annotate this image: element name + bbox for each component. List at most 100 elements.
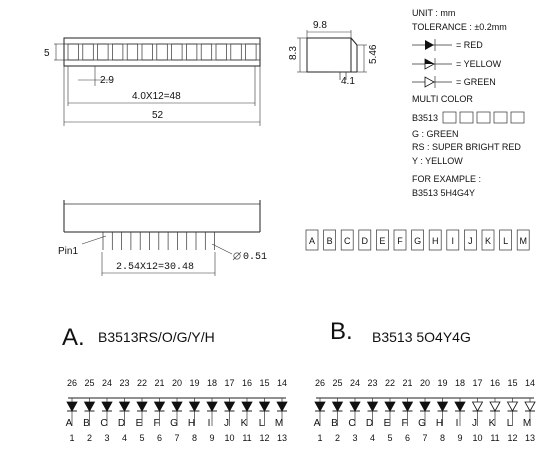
diode-icon (83, 401, 96, 412)
top-pin-number: 20 (172, 378, 182, 388)
segment-window (245, 43, 257, 61)
diode-icon (276, 401, 288, 412)
top-pin-number: 20 (420, 378, 430, 388)
diode-icon (66, 401, 78, 412)
segment-letter: H (188, 418, 195, 429)
diode-icon (101, 401, 113, 412)
segment-box (323, 229, 336, 251)
top-pin-number: 22 (137, 378, 147, 388)
segment-letter: L (259, 418, 265, 429)
top-pin-number: 17 (472, 378, 482, 388)
bottom-pin-number: 4 (122, 433, 127, 443)
top-pin-number: 14 (277, 378, 287, 388)
diode-icon (136, 401, 148, 412)
segment-box (358, 229, 372, 251)
segment-box (305, 229, 319, 251)
variant-a-letter: A. (62, 324, 85, 351)
schematic-a: 26A125B224C323D422E521F620G719H818I917J1… (66, 378, 288, 443)
top-pin-number: 19 (437, 378, 447, 388)
part-code-label: B3513 (412, 113, 438, 123)
segment-letter: M (275, 418, 283, 429)
legend-red: = RED (456, 40, 483, 50)
bottom-pin-number: 11 (490, 433, 499, 443)
multi-color-label: MULTI COLOR (412, 94, 473, 104)
diode-icon (314, 401, 326, 412)
bottom-pin-number: 2 (335, 433, 340, 443)
diode-icon (524, 401, 536, 412)
part-code-boxes (442, 111, 525, 124)
top-pin-number: 26 (315, 378, 325, 388)
segment-letter: K (241, 418, 248, 429)
segment-letter: F (153, 418, 159, 429)
bottom-pin-number: 3 (104, 433, 109, 443)
diode-icon (331, 401, 344, 412)
segment-box (340, 229, 354, 251)
top-pin-number: 23 (367, 378, 377, 388)
segment-window (230, 43, 242, 61)
segment-letter: J (224, 418, 229, 429)
diode-icon (366, 401, 379, 412)
diode-icon (489, 401, 501, 412)
segment-window (67, 43, 79, 61)
diode-icon (454, 401, 466, 412)
bottom-pin-number: 10 (472, 433, 482, 443)
segment-letter: I (452, 236, 455, 246)
segment-letter: G (170, 418, 178, 429)
diode-icon (206, 401, 218, 412)
segment-window (82, 43, 94, 61)
segment-window (141, 43, 153, 61)
diode-icon (188, 401, 201, 412)
diode-icon (153, 401, 166, 412)
segment-box (499, 229, 512, 251)
top-pin-number: 15 (259, 378, 269, 388)
diode-icon (241, 401, 253, 412)
segment-letter: I (208, 418, 211, 429)
segment-letter: H (432, 236, 439, 246)
bottom-pin-number: 8 (192, 433, 197, 443)
segment-letter: I (456, 418, 459, 429)
segment-box (516, 229, 530, 251)
segment-letter: E (379, 236, 385, 246)
segment-letter: J (468, 236, 473, 246)
bottom-pin-number: 7 (422, 433, 427, 443)
segment-window (171, 43, 183, 61)
top-pin-number: 17 (224, 378, 234, 388)
pin1-label: Pin1 (58, 246, 78, 257)
bottom-pin-number: 8 (440, 433, 445, 443)
segment-letter: B (327, 236, 333, 246)
segment-letter: D (362, 236, 369, 246)
legend-yellow: = YELLOW (456, 59, 502, 69)
variant-b-letter: B. (330, 318, 353, 345)
top-pin-number: 24 (102, 378, 112, 388)
top-view: 5 2.9 4.0X12=48 52 (44, 37, 261, 126)
variant-b-title: B3513 5O4Y4G (372, 329, 471, 345)
bottom-pin-number: 2 (87, 433, 92, 443)
top-pin-number: 26 (67, 378, 77, 388)
top-pin-number: 24 (350, 378, 360, 388)
red-diode-icon (425, 40, 434, 50)
diode-icon (471, 401, 484, 412)
segment-box (393, 229, 407, 251)
bottom-pin-number: 11 (242, 433, 251, 443)
segment-box (464, 229, 477, 251)
top-pin-number: 14 (525, 378, 535, 388)
dim-5-46: 5.46 (368, 44, 379, 64)
dim-pin-pitch: 2.54X12=30.48 (116, 262, 194, 273)
top-pin-number: 25 (84, 378, 94, 388)
segment-letter: D (118, 418, 125, 429)
schematic-b: 26A125B224C323D422E521F620G719H818I917J1… (314, 378, 536, 443)
top-pin-number: 16 (490, 378, 500, 388)
bottom-pin-number: 5 (387, 433, 392, 443)
diode-icon (258, 401, 271, 412)
green-diode-icon (424, 76, 435, 88)
segment-letter: B (331, 418, 338, 429)
side-view: 9.8 8.3 5.46 4.1 (288, 20, 379, 87)
dim-span-48: 4.0X12=48 (132, 91, 181, 102)
segment-letter: D (366, 418, 373, 429)
example-code: B3513 5H4G4Y (412, 188, 475, 198)
top-pin-number: 25 (332, 378, 342, 388)
segment-letter: L (503, 236, 508, 246)
segment-letter: A (314, 418, 321, 429)
